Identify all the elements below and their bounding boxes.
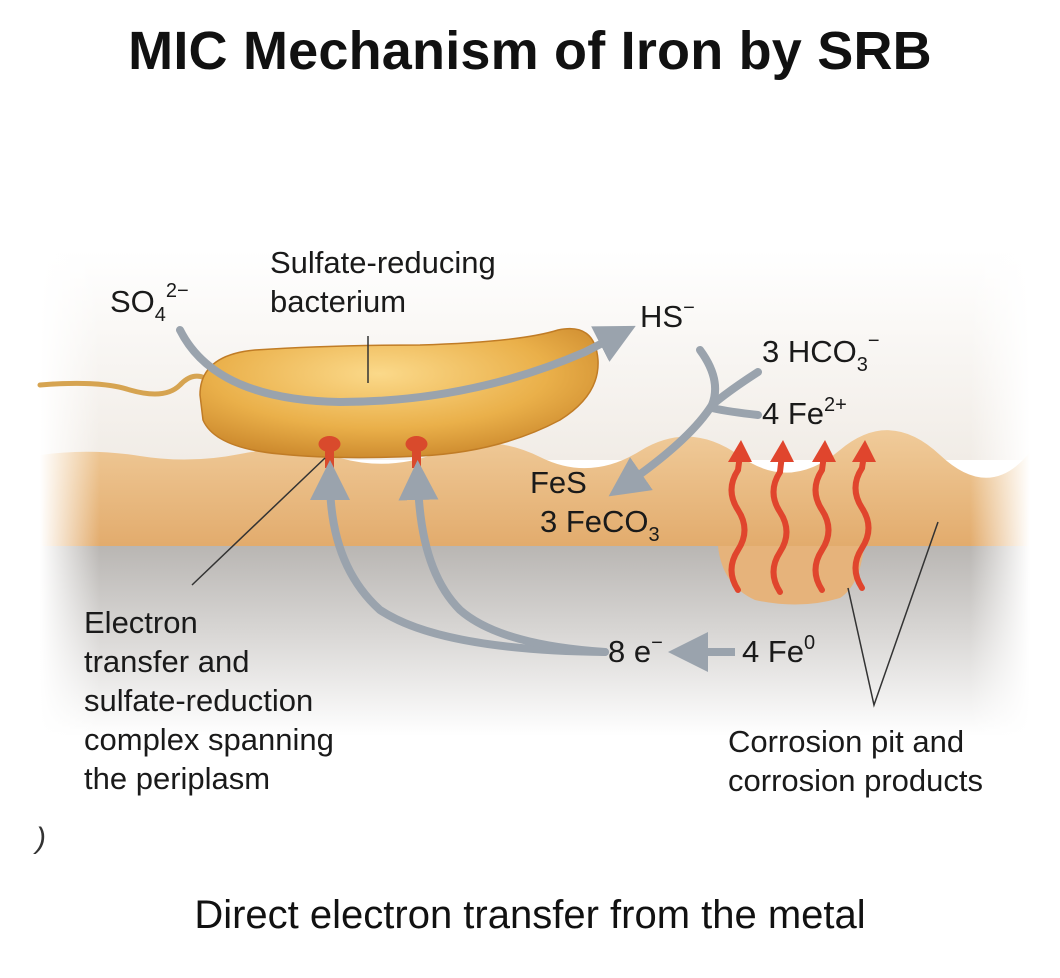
complex-label-line5: the periplasm [84, 761, 270, 796]
electron-flow-arrow-left [310, 460, 609, 656]
pit-label-pointer [847, 521, 939, 708]
ferrous-ion-release-arrows [728, 452, 872, 595]
complex-label-pointer [191, 457, 326, 586]
pit-label-line2: corrosion products [728, 763, 983, 798]
sulfide-label: HS− [640, 297, 695, 334]
corrosion-pit [718, 546, 864, 605]
ferrous-iron-label: 4 Fe2+ [762, 394, 847, 431]
pit-label-line1: Corrosion pit and [728, 724, 964, 759]
electrons-label: 8 e− [608, 632, 663, 669]
electron-flow-arrow-right [398, 460, 609, 656]
metallic-iron-label: 4 Fe0 [742, 632, 815, 669]
bacterium-label-line2: bacterium [270, 284, 406, 319]
flagellum [37, 373, 208, 397]
bicarbonate-label: 3 HCO3− [762, 330, 880, 376]
bacterium-label-line1: Sulfate-reducing [270, 245, 496, 280]
complex-label-line3: sulfate-reduction [84, 683, 313, 718]
diagram-caption: Direct electron transfer from the metal [194, 893, 866, 937]
diagram-title: MIC Mechanism of Iron by SRB [128, 21, 932, 81]
red-arrowheads [728, 440, 876, 462]
complex-label-line2: transfer and [84, 644, 249, 679]
complex-label-line4: complex spanning [84, 722, 334, 757]
electron-transfer-complex-left [318, 436, 341, 468]
iron-carbonate-label: 3 FeCO3 [540, 504, 660, 546]
bicarbonate-merge-line [708, 368, 762, 409]
sulfate-to-sulfide-arrow [176, 325, 636, 407]
ferrous-iron-merge-line [708, 404, 762, 419]
iron-sulfide-label: FeS [530, 465, 587, 500]
stray-parenthesis-mark: ) [36, 822, 46, 855]
electron-transfer-complex-right [405, 436, 428, 468]
sulfate-label: SO42− [110, 280, 189, 326]
complex-label-line1: Electron [84, 605, 198, 640]
